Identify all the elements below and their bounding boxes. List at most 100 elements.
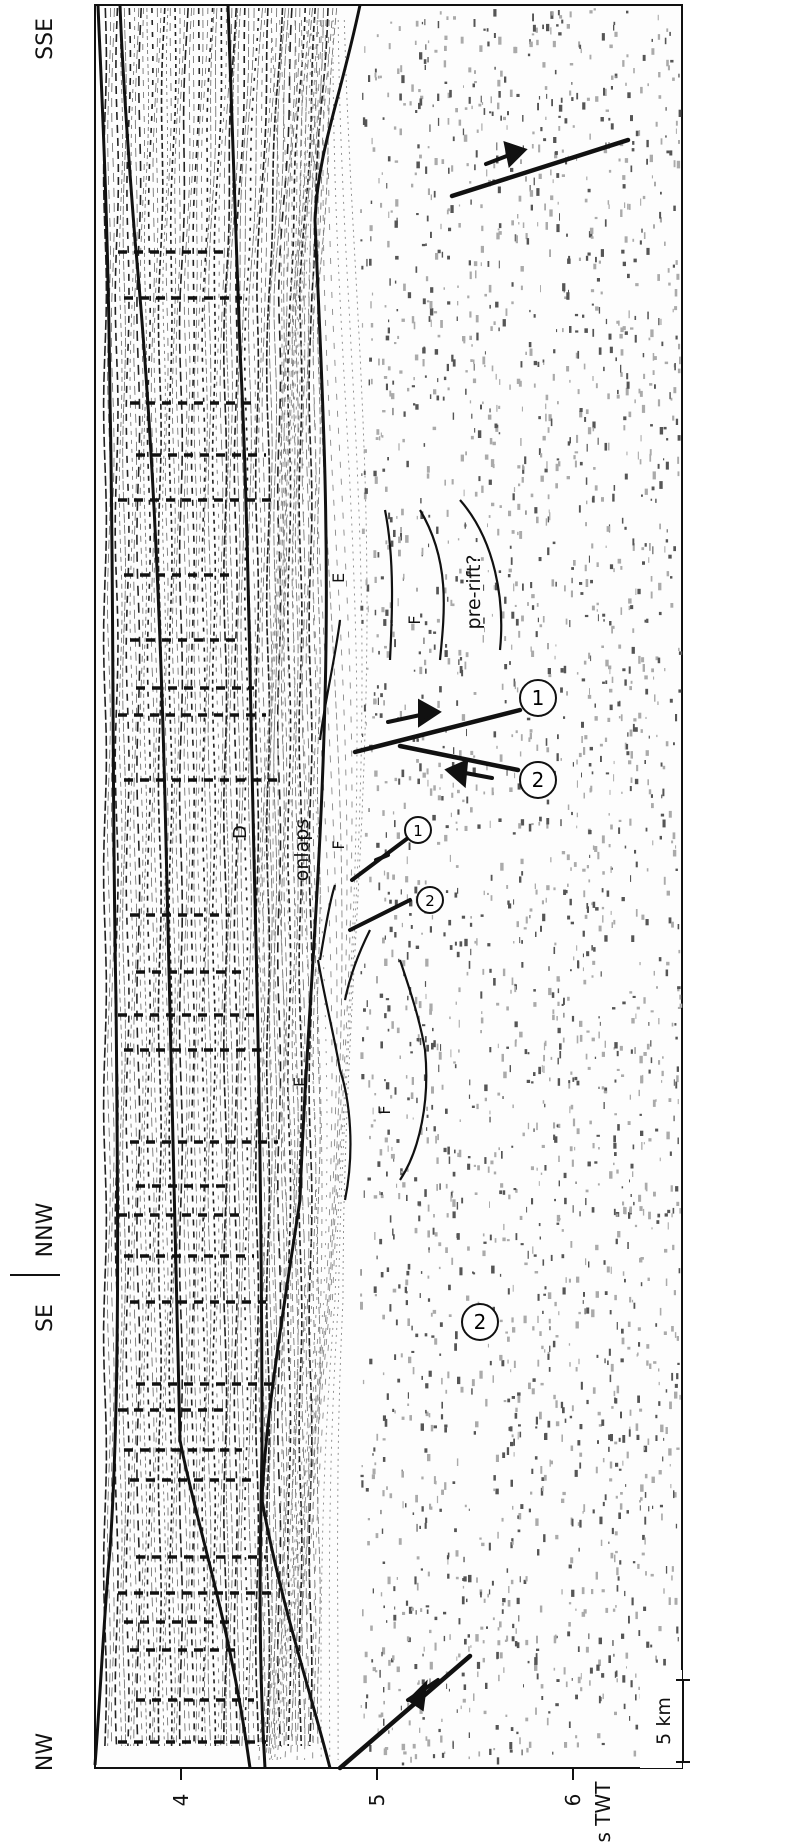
noise-speck bbox=[610, 790, 611, 795]
noise-speck bbox=[526, 176, 527, 181]
noise-speck bbox=[389, 278, 390, 285]
noise-speck bbox=[583, 931, 585, 937]
noise-speck bbox=[415, 110, 417, 113]
noise-speck bbox=[579, 45, 581, 49]
noise-speck bbox=[360, 606, 363, 611]
noise-speck bbox=[645, 489, 648, 495]
noise-speck bbox=[614, 1712, 617, 1715]
noise-speck bbox=[521, 266, 524, 272]
noise-speck bbox=[591, 1309, 594, 1317]
noise-speck bbox=[514, 986, 516, 992]
noise-speck bbox=[561, 1589, 562, 1594]
noise-speck bbox=[594, 846, 597, 852]
noise-speck bbox=[420, 98, 423, 105]
noise-speck bbox=[429, 1009, 432, 1015]
noise-speck bbox=[579, 505, 581, 512]
noise-speck bbox=[664, 546, 665, 552]
noise-speck bbox=[409, 913, 412, 916]
noise-speck bbox=[561, 1499, 564, 1503]
noise-speck bbox=[379, 1239, 382, 1244]
noise-speck bbox=[442, 1753, 444, 1758]
noise-speck bbox=[554, 947, 556, 954]
noise-speck bbox=[677, 1066, 679, 1072]
noise-speck bbox=[665, 362, 668, 365]
noise-speck bbox=[666, 539, 668, 542]
noise-speck bbox=[574, 1147, 575, 1151]
noise-speck bbox=[430, 788, 432, 795]
noise-speck bbox=[381, 1592, 382, 1596]
noise-speck bbox=[632, 1300, 633, 1303]
noise-speck bbox=[417, 1583, 419, 1591]
noise-speck bbox=[489, 480, 492, 485]
noise-speck bbox=[460, 657, 462, 661]
noise-speck bbox=[473, 360, 475, 364]
noise-speck bbox=[534, 361, 537, 365]
noise-speck bbox=[517, 379, 521, 384]
noise-speck bbox=[640, 199, 641, 206]
noise-speck bbox=[595, 217, 598, 219]
noise-speck bbox=[451, 1258, 453, 1265]
noise-speck bbox=[493, 978, 496, 986]
noise-speck bbox=[673, 546, 676, 551]
noise-speck bbox=[558, 32, 561, 35]
noise-speck bbox=[661, 1080, 662, 1083]
noise-speck bbox=[433, 632, 436, 634]
noise-speck bbox=[617, 1322, 618, 1330]
noise-speck bbox=[514, 773, 515, 779]
noise-speck bbox=[550, 857, 551, 862]
noise-speck bbox=[363, 1380, 364, 1384]
noise-speck bbox=[432, 915, 433, 920]
noise-speck bbox=[672, 1245, 674, 1250]
noise-speck bbox=[403, 1501, 404, 1508]
noise-speck bbox=[413, 403, 415, 405]
noise-speck bbox=[389, 391, 391, 397]
noise-speck bbox=[383, 1719, 385, 1726]
noise-speck bbox=[636, 1423, 639, 1431]
noise-speck bbox=[672, 1566, 674, 1572]
noise-speck bbox=[548, 988, 551, 995]
noise-speck bbox=[383, 1415, 386, 1421]
noise-speck bbox=[609, 689, 612, 693]
noise-speck bbox=[422, 1654, 423, 1657]
noise-speck bbox=[521, 361, 523, 367]
noise-speck bbox=[627, 732, 628, 736]
noise-speck bbox=[602, 915, 603, 922]
noise-speck bbox=[410, 1051, 413, 1053]
noise-speck bbox=[445, 644, 447, 648]
noise-speck bbox=[624, 1207, 627, 1214]
noise-speck bbox=[585, 565, 587, 572]
noise-speck bbox=[501, 1151, 503, 1159]
noise-speck bbox=[474, 1431, 476, 1435]
noise-speck bbox=[374, 1093, 376, 1095]
noise-speck bbox=[586, 256, 588, 261]
noise-speck bbox=[512, 1105, 514, 1109]
noise-speck bbox=[531, 1469, 533, 1474]
noise-speck bbox=[488, 415, 492, 420]
noise-speck bbox=[678, 1099, 679, 1104]
noise-speck bbox=[417, 144, 419, 148]
noise-speck bbox=[550, 195, 553, 200]
noise-speck bbox=[611, 1364, 614, 1372]
noise-speck bbox=[516, 235, 518, 243]
noise-speck bbox=[646, 248, 649, 255]
noise-speck bbox=[512, 530, 515, 534]
noise-speck bbox=[550, 1460, 551, 1467]
noise-speck bbox=[372, 647, 374, 652]
noise-speck bbox=[505, 1332, 508, 1334]
noise-speck bbox=[394, 932, 396, 938]
noise-speck bbox=[540, 624, 543, 627]
noise-speck bbox=[635, 1694, 637, 1700]
noise-speck bbox=[628, 1121, 631, 1125]
noise-speck bbox=[540, 1466, 542, 1474]
noise-speck bbox=[667, 529, 668, 532]
noise-speck bbox=[417, 779, 420, 785]
noise-speck bbox=[437, 701, 440, 708]
noise-speck bbox=[503, 1667, 504, 1673]
noise-speck bbox=[614, 485, 616, 491]
noise-speck bbox=[545, 117, 546, 120]
noise-speck bbox=[469, 961, 471, 969]
noise-speck bbox=[437, 94, 439, 101]
noise-speck bbox=[553, 41, 556, 47]
noise-speck bbox=[607, 1361, 609, 1366]
noise-speck bbox=[675, 714, 677, 721]
